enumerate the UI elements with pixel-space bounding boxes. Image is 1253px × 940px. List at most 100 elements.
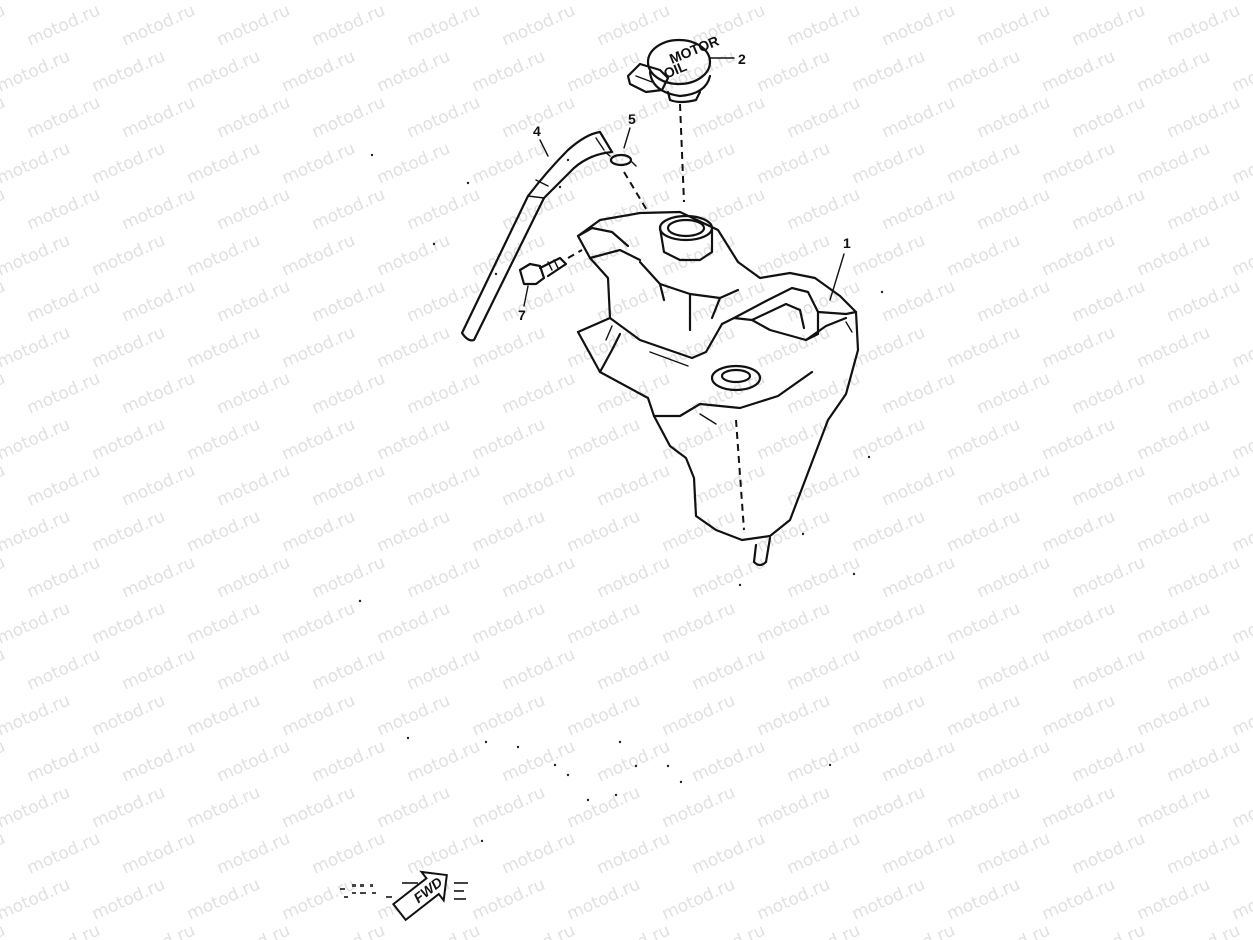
watermark-text: motod.ru xyxy=(849,691,928,741)
watermark-text: motod.ru xyxy=(974,645,1053,695)
watermark-text: motod.ru xyxy=(1164,553,1243,603)
watermark-text: motod.ru xyxy=(689,921,768,940)
watermark-text: motod.ru xyxy=(594,829,673,879)
watermark-text: motod.ru xyxy=(0,507,73,557)
watermark-text: motod.ru xyxy=(24,93,103,143)
watermark-text: motod.ru xyxy=(594,461,673,511)
watermark-text: motod.ru xyxy=(0,47,73,97)
watermark-text: motod.ru xyxy=(24,1,103,51)
watermark-text: motod.ru xyxy=(1069,829,1148,879)
watermark-text: motod.ru xyxy=(1164,737,1243,787)
watermark-text: motod.ru xyxy=(1229,139,1253,189)
watermark-text: motod.ru xyxy=(944,47,1023,97)
watermark-text: motod.ru xyxy=(119,553,198,603)
watermark-text: motod.ru xyxy=(279,47,358,97)
watermark-text: motod.ru xyxy=(279,231,358,281)
watermark-text: motod.ru xyxy=(689,645,768,695)
watermark-text: motod.ru xyxy=(659,0,738,5)
watermark-text: motod.ru xyxy=(1069,461,1148,511)
watermark-text: motod.ru xyxy=(214,461,293,511)
watermark-text: motod.ru xyxy=(1229,691,1253,741)
watermark-text: motod.ru xyxy=(1164,1,1243,51)
watermark-text: motod.ru xyxy=(754,691,833,741)
watermark-text: motod.ru xyxy=(1229,507,1253,557)
watermark-text: motod.ru xyxy=(119,829,198,879)
watermark-text: motod.ru xyxy=(24,553,103,603)
watermark-text: motod.ru xyxy=(404,1,483,51)
watermark-text: motod.ru xyxy=(309,921,388,940)
watermark-text: motod.ru xyxy=(0,93,8,143)
watermark-text: motod.ru xyxy=(374,507,453,557)
watermark-text: motod.ru xyxy=(0,783,73,833)
watermark-text: motod.ru xyxy=(469,599,548,649)
watermark-text: motod.ru xyxy=(24,645,103,695)
watermark-text: motod.ru xyxy=(24,921,103,940)
watermark-text: motod.ru xyxy=(309,1,388,51)
watermark-text: motod.ru xyxy=(944,323,1023,373)
watermark-text: motod.ru xyxy=(1229,0,1253,5)
watermark-text: motod.ru xyxy=(214,737,293,787)
watermark-text: motod.ru xyxy=(689,93,768,143)
watermark-text: motod.ru xyxy=(1229,323,1253,373)
watermark-text: motod.ru xyxy=(404,829,483,879)
watermark-text: motod.ru xyxy=(594,645,673,695)
watermark-text: motod.ru xyxy=(309,645,388,695)
watermark-text: motod.ru xyxy=(0,691,73,741)
watermark-text: motod.ru xyxy=(594,553,673,603)
watermark-text: motod.ru xyxy=(469,691,548,741)
callout-5: 5 xyxy=(628,111,636,127)
watermark-text: motod.ru xyxy=(184,507,263,557)
watermark-text: motod.ru xyxy=(404,921,483,940)
oil-tank xyxy=(576,210,860,567)
watermark-text: motod.ru xyxy=(279,599,358,649)
watermark-text: motod.ru xyxy=(469,875,548,925)
watermark-text: motod.ru xyxy=(24,369,103,419)
watermark-text: motod.ru xyxy=(849,231,928,281)
watermark-text: motod.ru xyxy=(499,1,578,51)
watermark-text: motod.ru xyxy=(279,415,358,465)
watermark-text: motod.ru xyxy=(879,645,958,695)
watermark-text: motod.ru xyxy=(214,93,293,143)
watermark-text: motod.ru xyxy=(974,185,1053,235)
watermark-text: motod.ru xyxy=(89,783,168,833)
watermark-text: motod.ru xyxy=(309,461,388,511)
watermark-text: motod.ru xyxy=(184,783,263,833)
watermark-text: motod.ru xyxy=(469,415,548,465)
watermark-text: motod.ru xyxy=(1134,0,1213,5)
watermark-text: motod.ru xyxy=(1069,921,1148,940)
watermark-text: motod.ru xyxy=(309,737,388,787)
watermark-text: motod.ru xyxy=(1164,277,1243,327)
watermark-text: motod.ru xyxy=(89,0,168,5)
watermark-text: motod.ru xyxy=(879,93,958,143)
watermark-text: motod.ru xyxy=(784,1,863,51)
watermark-text: motod.ru xyxy=(1039,47,1118,97)
watermark-text: motod.ru xyxy=(944,139,1023,189)
watermark-text: motod.ru xyxy=(689,737,768,787)
watermark-text: motod.ru xyxy=(1134,507,1213,557)
watermark-text: motod.ru xyxy=(1039,875,1118,925)
watermark-text: motod.ru xyxy=(0,645,8,695)
watermark-text: motod.ru xyxy=(374,0,453,5)
watermark-text: motod.ru xyxy=(564,691,643,741)
watermark-text: motod.ru xyxy=(1039,0,1118,5)
watermark-text: motod.ru xyxy=(974,829,1053,879)
watermark-text: motod.ru xyxy=(279,875,358,925)
clamp-assembly-line xyxy=(623,171,649,213)
watermark-text: motod.ru xyxy=(974,553,1053,603)
watermark-text: motod.ru xyxy=(974,461,1053,511)
watermark-text: motod.ru xyxy=(0,553,8,603)
watermark-text: motod.ru xyxy=(1164,369,1243,419)
callout-4: 4 xyxy=(533,123,541,139)
watermark-text: motod.ru xyxy=(754,875,833,925)
watermark-text: motod.ru xyxy=(404,185,483,235)
watermark-text: motod.ru xyxy=(1229,415,1253,465)
watermark-text: motod.ru xyxy=(24,185,103,235)
watermark-text: motod.ru xyxy=(944,783,1023,833)
watermark-text: motod.ru xyxy=(849,323,928,373)
watermark-text: motod.ru xyxy=(374,783,453,833)
watermark-text: motod.ru xyxy=(184,47,263,97)
watermark-text: motod.ru xyxy=(214,1,293,51)
watermark-text: motod.ru xyxy=(89,599,168,649)
watermark-text: motod.ru xyxy=(849,47,928,97)
watermark-text: motod.ru xyxy=(119,185,198,235)
